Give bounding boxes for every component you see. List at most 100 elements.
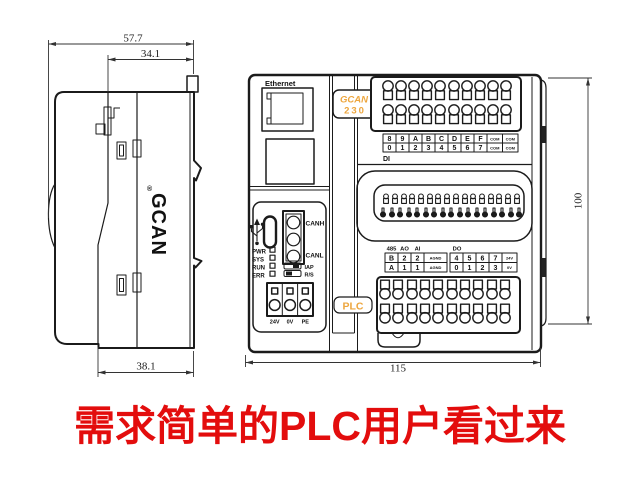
do-cell: 0 [455,265,459,272]
di-com-cell: COM [490,136,500,141]
led-label-err: ERR [252,273,265,279]
di-cell: E [465,136,470,143]
dim-front-height: 100 [573,192,585,209]
di-com-cell: COM [506,136,516,141]
power-terminal: 24V 0V PE [266,282,314,326]
side-mid-profile [97,92,109,344]
dim-side-upper: 34.1 [141,48,160,60]
terminal-label-24v: 24V [270,320,280,326]
header-do: DO [453,247,462,253]
registered-mark: ® [147,185,153,193]
dim-side-total: 57.7 [123,33,143,45]
do-cell: 1 [468,265,472,272]
analog-cell: 1 [416,265,420,272]
run-led [269,262,276,269]
di-cell: 2 [414,145,418,152]
analog-cell: B [389,255,394,262]
side-view-outline [54,91,203,349]
do-0v-cell: 0V [507,265,512,270]
di-cell: A [413,136,418,143]
sys-led [269,254,276,261]
canl-label: CANL [306,253,324,260]
side-step-detail [108,107,120,119]
di-cell: D [452,136,457,143]
iap-label: IAP [305,265,315,271]
err-led [269,270,276,277]
terminal-cover [356,170,533,242]
do-cell: 4 [455,255,459,262]
di-section-label: DI [383,156,390,163]
di-cell: F [478,136,483,143]
side-view: ® GCAN [47,75,203,349]
din-slot-mark-top [541,126,546,143]
din-clip-tab [377,332,421,348]
di-cell: 0 [388,145,392,152]
din-slot-mark-bottom [541,258,546,277]
dim-side-bottom: 38.1 [136,361,155,373]
do-cell: 6 [481,255,485,262]
agnd-cell: AGND [430,256,442,261]
do-cell: 3 [494,265,498,272]
di-cell: 8 [388,136,392,143]
clip-slot-upper [103,106,112,136]
dimension-annotations-front: 115 100 [245,77,592,375]
vent-slots-lower [116,272,142,296]
do-24v-cell: 24V [506,256,513,261]
header-ai: AI [415,247,421,253]
di-cell: 7 [479,145,483,152]
plc-badge: PLC [333,296,373,314]
analog-cell: 1 [403,265,407,272]
status-panel-border [252,201,327,333]
boot-switch: IAP R/S [283,262,315,279]
di-cell: 1 [401,145,405,152]
front-view: Ethernet PWR SYS [247,73,547,354]
dimension-annotations-side: 57.7 34.1 38.1 [48,33,194,377]
terminal-label-pe: PE [302,320,310,326]
di-terminal-block [370,76,522,132]
di-cell: 3 [427,145,431,152]
led-label-sys: SYS [252,257,264,263]
ethernet-section: Ethernet [249,79,330,191]
plc-badge-text: PLC [343,301,364,313]
di-cell: 4 [440,145,444,152]
right-edge-strip [540,79,547,327]
do-table: DO 4 5 6 7 0 1 2 3 24V 0V [449,247,518,273]
dim-front-width: 115 [390,363,407,375]
pwr-led [269,246,276,253]
header-ao: AO [400,247,409,253]
clip-bump [95,123,106,135]
led-label-run: RUN [252,265,265,271]
di-cell: C [439,136,444,143]
di-label-table: 8 9 A B C D E F 0 1 2 3 4 5 6 7 COM COM … [382,133,519,163]
rj45-port [261,87,314,132]
di-com-cell: COM [506,145,516,150]
led-window-area [356,163,533,242]
din-top-tab [186,75,199,93]
status-panel: PWR SYS RUN ERR CANH CANL [249,201,327,333]
analog-table: 485 AO AI B 2 2 A 1 1 AGND AGND [384,247,448,273]
di-cell: B [426,136,431,143]
ethernet-label: Ethernet [265,79,296,88]
usb-icon [249,218,265,246]
logo-brand-text: GCAN [340,95,369,106]
analog-cell: 2 [416,255,420,262]
logo-model-text: 230 [344,106,366,117]
led-indicators: PWR SYS RUN ERR [252,246,276,279]
header-485: 485 [387,247,397,253]
do-terminal-block [376,276,521,334]
analog-cell: 2 [403,255,407,262]
canh-label: CANH [306,221,325,228]
led-label-pwr: PWR [252,249,267,255]
do-cell: 7 [494,255,498,262]
do-cell: 2 [481,265,485,272]
side-brand-text: GCAN [147,193,169,256]
marketing-banner-text: 需求简单的PLC用户看过来 [74,403,566,449]
rs-label: R/S [305,273,315,279]
expansion-port [265,138,315,185]
di-com-cell: COM [490,145,500,150]
terminal-label-0v: 0V [287,320,294,326]
di-cell: 5 [453,145,457,152]
di-cell: 9 [401,136,405,143]
